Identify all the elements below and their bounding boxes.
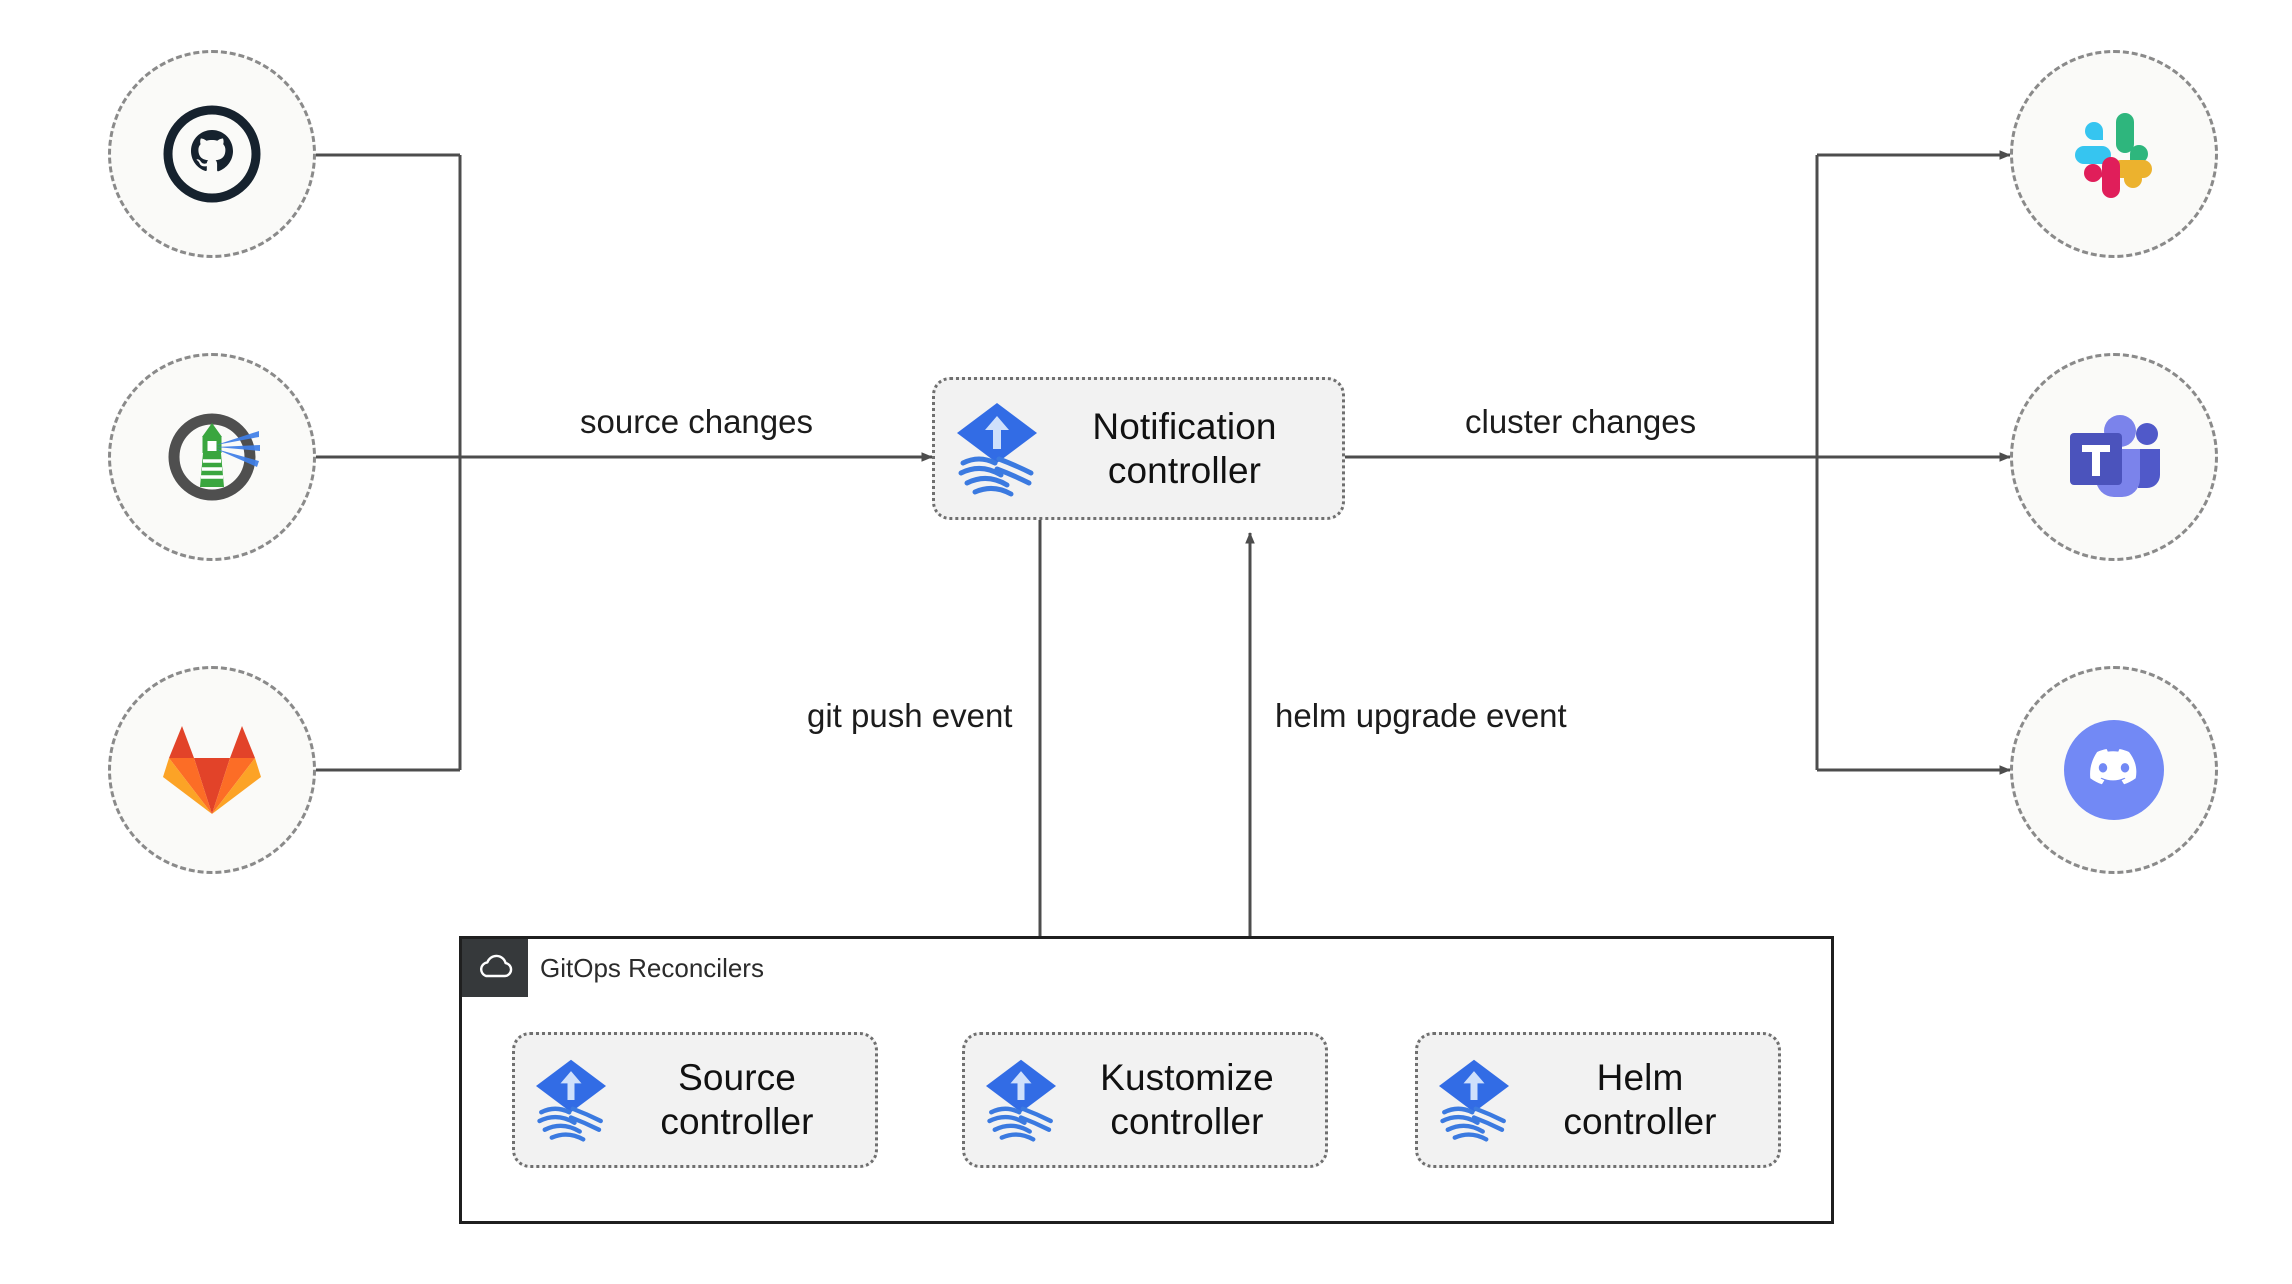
helm-controller-node[interactable]: Helm controller (1415, 1032, 1781, 1168)
source-controller-label: Source controller (660, 1057, 814, 1142)
provider-node-discord[interactable] (2010, 666, 2218, 874)
edge-label-git-push-event: git push event (797, 697, 1023, 735)
kustomize-controller-label: Kustomize controller (1100, 1057, 1274, 1142)
source-node-gitlab[interactable] (108, 666, 316, 874)
provider-node-teams[interactable] (2010, 353, 2218, 561)
edge-label-helm-upgrade-event: helm upgrade event (1265, 697, 1577, 735)
source-node-lighthouse[interactable] (108, 353, 316, 561)
notification-controller-node[interactable]: Notification controller (932, 377, 1345, 520)
slack-icon (2075, 113, 2152, 198)
github-icon (163, 105, 261, 203)
source-node-github[interactable] (108, 50, 316, 258)
notification-controller-label: Notification controller (1092, 405, 1277, 491)
edge-label-source-changes: source changes (570, 403, 823, 441)
group-title: GitOps Reconcilers (540, 952, 764, 983)
lighthouse-icon (168, 413, 260, 501)
kustomize-controller-node[interactable]: Kustomize controller (962, 1032, 1328, 1168)
source-controller-node[interactable]: Source controller (512, 1032, 878, 1168)
flux-icon (529, 1054, 613, 1146)
flux-icon (1432, 1054, 1516, 1146)
helm-controller-label: Helm controller (1563, 1057, 1717, 1142)
cloud-icon (480, 954, 513, 978)
flux-icon (979, 1054, 1063, 1146)
cloud-icon-container (462, 939, 528, 997)
flux-icon (949, 397, 1045, 501)
microsoft-teams-icon (2070, 415, 2160, 497)
discord-icon (2064, 720, 2164, 820)
gitlab-icon (163, 726, 261, 814)
edge-label-cluster-changes: cluster changes (1455, 403, 1707, 441)
provider-node-slack[interactable] (2010, 50, 2218, 258)
